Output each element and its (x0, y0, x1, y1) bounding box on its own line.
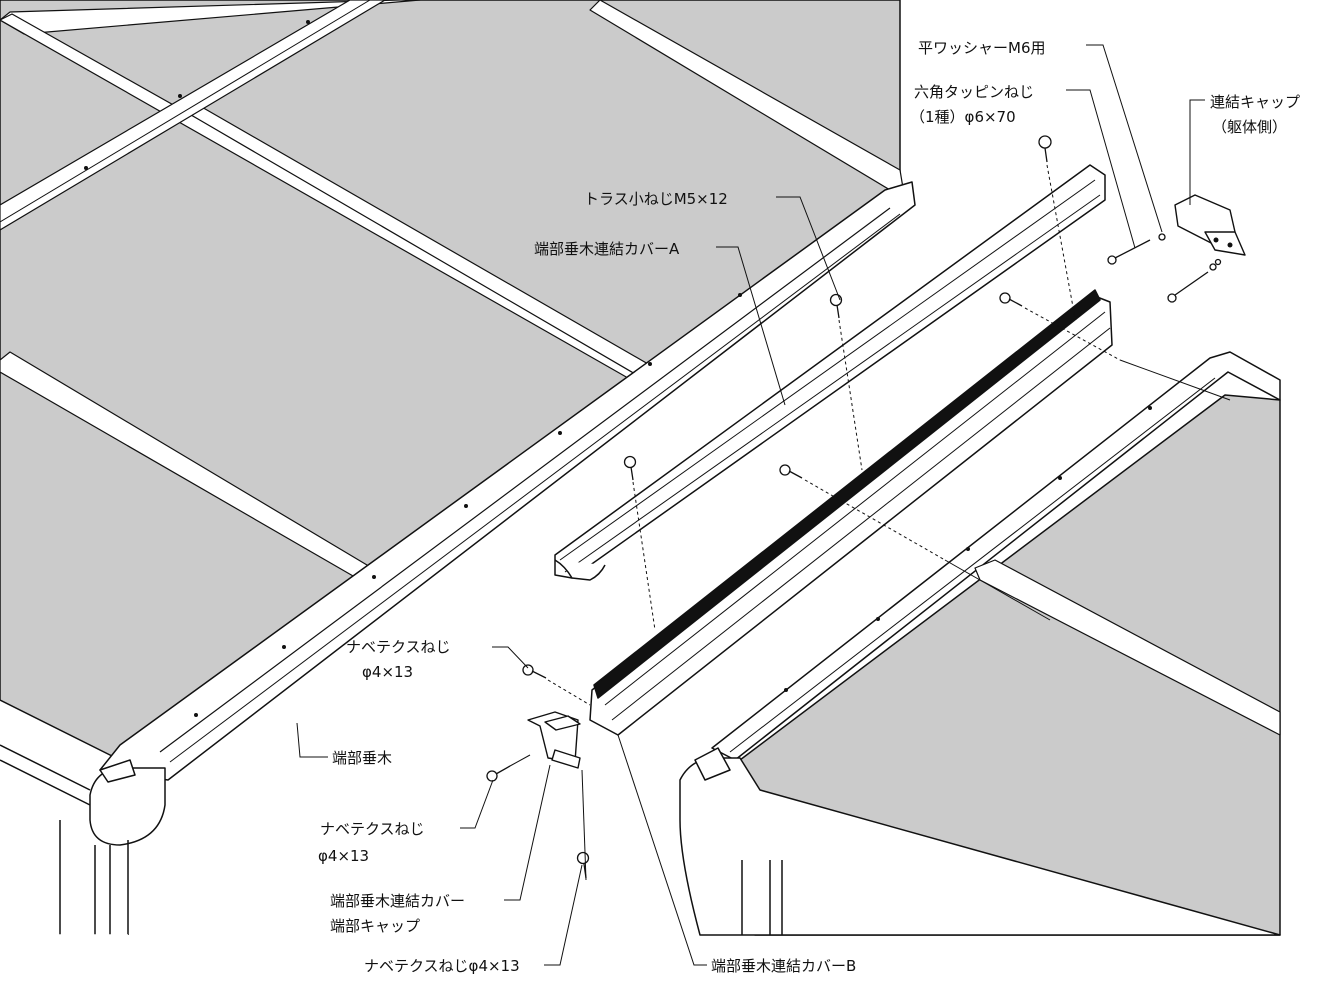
cover-a (554, 164, 1106, 581)
screw-pan-top (522, 664, 547, 679)
label-pan-screw-mid-line2: φ4×13 (318, 847, 369, 865)
label-cap-line2: （躯体側） (1212, 118, 1287, 136)
label-pan-screw-mid-line1: ナベテクスねじ (320, 820, 425, 838)
left-top-rafter (0, 0, 386, 231)
tapping-screw-1 (1107, 239, 1151, 265)
cover-b (589, 289, 1113, 736)
label-tapping-screw-line2: （1種）φ6×70 (910, 108, 1016, 126)
label-pan-screw-top-line1: ナベテクスねじ (346, 638, 451, 656)
label-truss-screw: トラス小ねじM5×12 (584, 190, 728, 208)
alignment-lines (547, 164, 1121, 706)
label-end-cap-line1: 端部垂木連結カバー (330, 892, 465, 910)
label-rafter: 端部垂木 (332, 749, 392, 767)
right-roof (679, 351, 1281, 936)
labels: 平ワッシャーM6用 六角タッピンねじ （1種）φ6×70 連結キャップ （躯体側… (318, 39, 1300, 975)
label-cap-line1: 連結キャップ (1210, 93, 1300, 111)
tapping-screw-2 (1167, 271, 1209, 303)
left-end-rafter-body (99, 181, 916, 781)
screw-side-mid (779, 464, 803, 479)
screw-truss (829, 293, 843, 319)
washers (1158, 233, 1222, 271)
screw-side-top (999, 292, 1023, 307)
screw-pan-bottom (576, 851, 590, 879)
label-washer: 平ワッシャーM6用 (918, 39, 1046, 57)
label-pan-screw-top-line2: φ4×13 (362, 663, 413, 681)
screw-pan-mid (486, 765, 511, 782)
solid-guides (509, 359, 1231, 881)
screws (486, 135, 1222, 879)
connecting-cap (1174, 194, 1246, 256)
label-pan-screw-bottom: ナベテクスねじφ4×13 (364, 957, 520, 975)
label-cover-b: 端部垂木連結カバーB (711, 957, 856, 975)
left-gutter-end (89, 767, 166, 846)
left-posts (0, 744, 129, 936)
end-cap-bracket (527, 711, 581, 769)
label-end-cap-line2: 端部キャップ (330, 917, 420, 935)
screw-top-right (1038, 135, 1052, 163)
leader-lines (296, 44, 1205, 966)
right-end-rafter-holes (784, 406, 1152, 692)
screw-cover-a (623, 455, 637, 481)
left-roof (0, 0, 916, 936)
label-tapping-screw-line1: 六角タッピンねじ (914, 83, 1034, 101)
right-posts (741, 860, 783, 935)
cover-b-rubber-seal (593, 289, 1101, 699)
left-end-rafter-holes (84, 20, 742, 717)
right-gutter-end (679, 757, 1281, 936)
label-cover-a: 端部垂木連結カバーA (534, 240, 680, 258)
right-crossbar (974, 559, 1281, 736)
